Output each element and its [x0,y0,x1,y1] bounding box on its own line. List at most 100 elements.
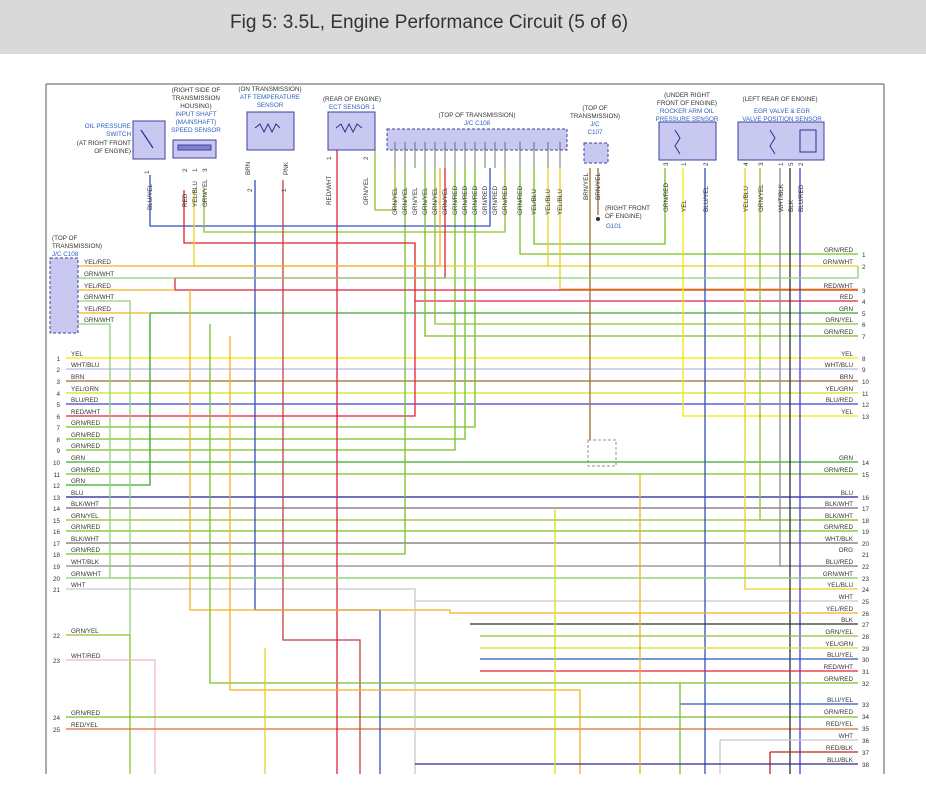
wire-label: GRN/YEL [422,187,429,215]
ect-sensor-body [327,111,376,151]
component-name: (MAINSHAFT) [176,119,217,126]
right-wire-label: RED [840,294,854,301]
wire-label: YEL/BLU [557,189,564,215]
wire-jc-left-grnwht-2 [78,300,131,635]
right-wire-number: 35 [862,726,870,733]
pin-number: 1 [778,162,785,166]
right-wire-label: WHT [839,594,853,601]
component-location: TRANSMISSION) [52,243,102,250]
component-location: (TOP OF TRANSMISSION) [439,112,516,119]
right-wire-label: BLU/YEL [827,697,853,704]
wire-input-red [183,190,416,301]
right-wire-label: ORG [839,547,853,554]
right-wire-label: WHT [839,733,853,740]
wire-label: GRN/RED [452,186,459,215]
ground-label: G101 [606,223,622,230]
left-wire-label: YEL/GRN [71,386,99,393]
wire-label: YEL/RED [84,259,111,266]
title-bar: Fig 5: 3.5L, Engine Performance Circuit … [0,0,926,54]
left-wire-label: WHT/BLK [71,559,100,566]
left-wire-number: 18 [53,552,61,559]
wire-label: YEL/BLU [743,186,750,212]
wire-rocker-grn-red [533,168,666,245]
pin-number: 2 [363,156,370,160]
wire-label: GRN/YEL [758,184,765,212]
wire-atf-brn [254,180,381,774]
wire-wht-21 [66,588,858,602]
wire-label: YEL/BLU [531,189,538,215]
left-wire-label: GRN/RED [71,524,100,531]
jc-c108-top-body [386,128,568,151]
component-name: INPUT SHAFT [175,111,216,118]
right-wire-number: 25 [862,599,870,606]
right-wire-number: 16 [862,495,870,502]
left-wire-label: GRN/YEL [71,513,99,520]
left-wire-number: 1 [56,356,60,363]
wire-c108-r1 [519,168,858,255]
right-wire-label: BLU/YEL [827,652,853,659]
right-wire-label: GRN/RED [824,467,853,474]
right-wire-number: 37 [862,750,870,757]
left-wire-label: GRN/RED [71,467,100,474]
component-name: J/C C108 [464,120,491,127]
wire-label: GRN/YEL [402,187,409,215]
rocker-arm-sensor-body [658,121,717,161]
wire-label: GRN/YEL [363,177,370,205]
wire-label: GRN/RED [472,186,479,215]
right-wire-number: 9 [862,367,866,374]
pin-number: 1 [281,188,288,192]
right-wire-label: WHT/BLK [825,536,854,543]
wire-label: GRN/WHT [84,271,114,278]
left-wire-label: GRN [71,455,85,462]
wire-grn-red-32 [209,324,858,684]
right-wire-number: 6 [862,322,866,329]
right-wire-number: 24 [862,587,870,594]
pin-number: 2 [703,162,710,166]
right-wire-number: 28 [862,634,870,641]
right-wire-number: 2 [862,264,866,271]
wire-oil-switch [149,168,491,227]
left-wire-number: 3 [56,379,60,386]
left-wire-label: WHT/RED [71,653,101,660]
egr-valve-body [737,121,825,161]
right-wire-number: 10 [862,379,870,386]
right-wire-label: BLU/RED [826,559,854,566]
right-wire-label: GRN/RED [824,247,853,254]
right-wire-label: BLU/RED [826,397,854,404]
left-wire-label: GRN/RED [71,710,100,717]
right-wire-number: 8 [862,356,866,363]
component-name: C107 [587,129,603,136]
right-wire-label: RED/YEL [826,721,853,728]
left-wire-number: 5 [56,402,60,409]
left-wire-number: 24 [53,715,61,722]
left-wire-label: BLU [71,490,84,497]
wire-jc-left-grnwht-3 [78,323,858,579]
right-wire-label: GRN/YEL [825,629,853,636]
pin-number: 2 [798,162,805,166]
left-wire-label: BLU/RED [71,397,99,404]
left-wire-number: 4 [56,391,60,398]
wire-grn-red-9 [66,168,456,451]
wire-label: GRN/YEL [202,179,209,207]
wire-label: YEL/BLU [192,181,199,207]
wire-yel-red-lower [229,336,581,774]
component-name: ROCKER ARM OIL [660,108,715,115]
left-wire-number: 12 [53,483,61,490]
left-wire-label: BRN [71,374,85,381]
right-wire-label: BLK/WHT [825,501,853,508]
component-location: (LEFT REAR OF ENGINE) [742,96,817,103]
wire-egr-yel-blu [744,168,858,590]
right-wire-number: 3 [862,288,866,295]
wire-c108-yel-blu [559,168,858,290]
wire-label: GRN/RED [663,183,670,212]
component-location: (TOP OF [582,105,607,112]
right-wire-label: BLK/WHT [825,513,853,520]
left-wire-number: 7 [56,425,60,432]
pin-number: 3 [202,168,209,172]
component-name: J/C [590,121,600,128]
right-wire-number: 17 [862,506,870,513]
pin-number: 1 [192,168,199,172]
right-wire-label: BLU/BLK [827,757,854,764]
right-wire-number: 34 [862,714,870,721]
right-wire-number: 4 [862,299,866,306]
